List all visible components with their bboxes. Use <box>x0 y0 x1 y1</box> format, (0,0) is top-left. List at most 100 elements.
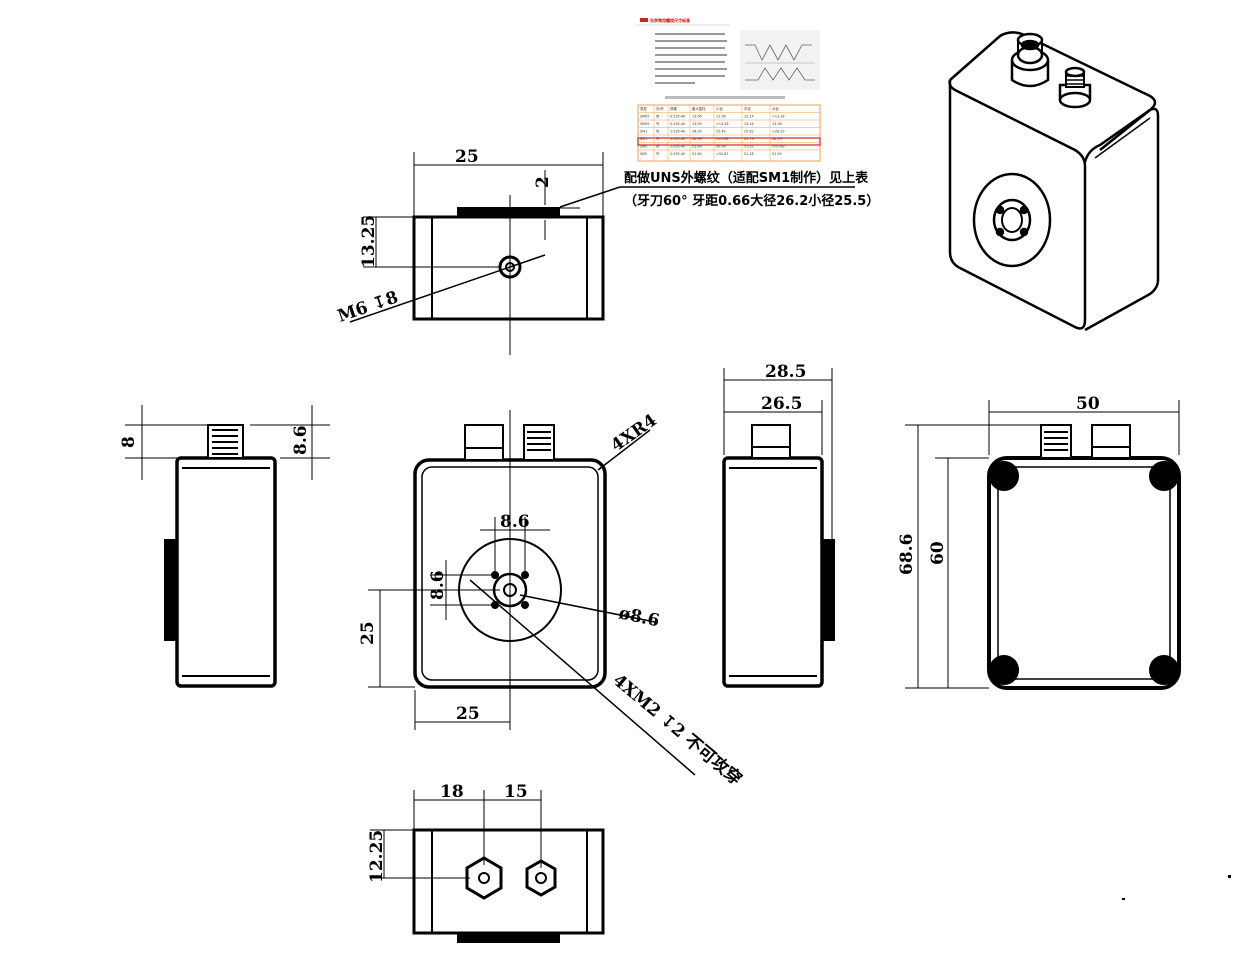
table-intro-text <box>655 33 727 84</box>
left-side-view <box>125 405 330 688</box>
table-cell: 13.58 <box>772 122 782 126</box>
table-cell: SM1 <box>640 130 647 134</box>
right-side-view <box>722 368 835 688</box>
table-header-cell: 小径 <box>716 106 723 111</box>
table-cell: 50.09 <box>716 145 726 149</box>
table-header-cell: 中径 <box>744 106 751 111</box>
table-cell: 0.535-40 <box>670 115 685 119</box>
left-sma-connector <box>207 424 244 459</box>
table-cell: 25.49 <box>716 130 726 134</box>
back-height-body-dim: 60 <box>928 541 948 565</box>
table-cell: >13.18 <box>772 115 785 119</box>
table-cell: SM05 <box>640 122 649 126</box>
table-cell: 51.31 <box>744 145 754 149</box>
back-view <box>905 400 1181 690</box>
top-width-dim: 25 <box>455 147 479 167</box>
table-cell: 内 <box>656 144 660 149</box>
front-hole-spacing-v-dim: 8.6 <box>428 570 448 600</box>
table-cell: <13.28 <box>716 122 729 126</box>
table-cell: 51.69 <box>692 152 702 156</box>
table-cell: 51.28 <box>744 152 754 156</box>
iso-hex-connector <box>1010 32 1050 88</box>
top-thread-height-dim: 2 <box>533 176 553 188</box>
back-sma-connector <box>1040 424 1072 459</box>
front-center-x-dim: 25 <box>456 704 480 724</box>
top-hole-height-dim: 13.25 <box>359 215 379 268</box>
table-cell: 25.82 <box>744 130 754 134</box>
table-cell: 2.035-40 <box>670 152 685 156</box>
sm1-thread-boss <box>457 207 560 218</box>
table-cell: <25.88 <box>716 137 729 141</box>
table-cell: 51.59 <box>772 152 782 156</box>
table-title: 光学常用螺纹尺寸标准 <box>649 17 690 23</box>
back-height-total-dim: 68.6 <box>897 534 917 575</box>
table-cell: 0.535-40 <box>670 122 685 126</box>
front-hole-spacing-h-dim: 8.6 <box>500 512 530 532</box>
m6-leader-line <box>349 254 546 323</box>
table-cell: >26.29 <box>772 130 785 134</box>
table-cell: 25.79 <box>744 137 754 141</box>
iso-front-ring <box>972 172 1052 268</box>
front-sma-connector <box>523 424 555 461</box>
table-cell: 外 <box>656 151 660 156</box>
table-cell: 51.69 <box>692 145 702 149</box>
top-view <box>349 152 855 355</box>
table-cell: SM2 <box>640 152 647 156</box>
table-cell: 26.39 <box>692 130 702 134</box>
back-screw-bl <box>989 655 1019 685</box>
back-width-dim: 50 <box>1076 394 1100 414</box>
table-cell: 内 <box>656 129 660 134</box>
table-cell: 12.14 <box>744 115 754 119</box>
back-screw-tr <box>1149 461 1179 491</box>
right-hex-connector <box>751 424 791 459</box>
back-screw-tl <box>989 461 1019 491</box>
front-corner-radius: 4XR4 <box>607 410 660 456</box>
left-conn-total-dim: 8.6 <box>291 425 311 455</box>
bottom-sma-nut <box>525 859 557 897</box>
thread-note-line1: 配做UNS外螺纹（适配SM1制作）见上表 <box>624 170 869 186</box>
back-hex-connector <box>1091 424 1131 459</box>
front-center-height-dim: 25 <box>358 621 378 645</box>
table-cell: 13.56 <box>692 115 702 119</box>
table-cell: 26.39 <box>692 137 702 141</box>
bottom-view <box>370 790 605 943</box>
front-hex-connector <box>464 424 504 461</box>
back-screw-br <box>1149 655 1179 685</box>
table-cell: 1.035-40 <box>670 130 685 134</box>
table-header-cell: 大径 <box>772 106 779 111</box>
table-cell: 13.59 <box>692 122 702 126</box>
front-bore-dim: ø8.6 <box>617 603 661 631</box>
bottom-hex-nut <box>465 856 503 900</box>
table-cell: 26.19 <box>772 137 782 141</box>
table-cell: >51.69 <box>772 145 785 149</box>
table-cell: 内 <box>656 114 660 119</box>
table-cell: 1.035-40 <box>670 137 685 141</box>
front-holes-spec: 4XM2 ↧2 不可攻穿 <box>609 670 746 790</box>
iso-sma-connector <box>1058 66 1092 109</box>
table-cell: SM05 <box>640 115 649 119</box>
table-header-cell: 类型 <box>640 106 647 111</box>
table-header-cell: 最大直径 <box>692 106 706 111</box>
right-depth-body-dim: 26.5 <box>761 394 802 414</box>
table-cell: 2.035-40 <box>670 145 685 149</box>
table-cell: SM2 <box>640 145 647 149</box>
table-header-cell: 规格 <box>670 106 677 111</box>
table-cell: 外 <box>656 136 660 141</box>
isometric-view <box>948 31 1160 332</box>
table-cell: 11.96 <box>716 115 726 119</box>
bottom-conn-height-dim: 12.25 <box>367 830 387 883</box>
front-view <box>368 410 696 776</box>
top-hole-spec: M6 ↧8 <box>335 287 401 326</box>
table-highlight-row <box>637 137 821 146</box>
thread-note-line2: （牙刀60° 牙距0.66大径26.2小径25.5） <box>624 193 879 209</box>
thread-profile-sketch <box>740 30 820 90</box>
bottom-conn-spacing-dim: 15 <box>504 782 528 802</box>
table-cell: SM1 <box>640 137 647 141</box>
bottom-conn1-x-dim: 18 <box>440 782 464 802</box>
table-cell: <50.87 <box>716 152 729 156</box>
table-cell: 外 <box>656 121 660 126</box>
left-conn-height-dim: 8 <box>119 436 139 448</box>
